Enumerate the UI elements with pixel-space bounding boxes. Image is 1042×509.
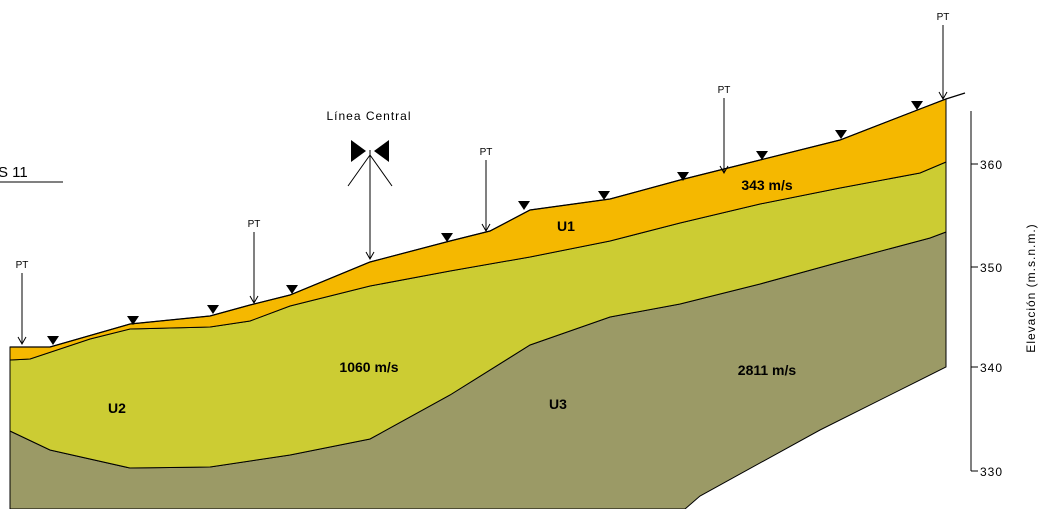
flag-icon bbox=[351, 140, 366, 162]
velocity-label-u2: 1060 m/s bbox=[339, 359, 398, 375]
geophone-marker bbox=[518, 201, 530, 210]
unit-label-u3: U3 bbox=[549, 396, 567, 412]
profile-id-label: TRS 11 bbox=[0, 164, 28, 181]
geophone-marker bbox=[756, 151, 768, 160]
svg-text:PT: PT bbox=[480, 147, 493, 158]
ground-surface-line bbox=[10, 92, 966, 348]
svg-text:PT: PT bbox=[718, 85, 731, 96]
geophone-marker bbox=[207, 305, 219, 314]
axis-tick-label: 340 bbox=[980, 361, 1003, 375]
geophone-marker bbox=[911, 101, 923, 110]
geophone-marker bbox=[835, 130, 847, 139]
unit-label-u2: U2 bbox=[108, 400, 126, 416]
flag-icon bbox=[374, 140, 389, 162]
velocity-label-u3: 2811 m/s bbox=[738, 362, 797, 378]
central-line-marker: Línea Central bbox=[326, 109, 411, 261]
geophone-marker bbox=[441, 233, 453, 242]
unit-label-u1: U1 bbox=[557, 218, 575, 234]
geophone-marker bbox=[677, 172, 689, 181]
svg-text:Línea Central: Línea Central bbox=[326, 109, 411, 123]
axis-title: Elevación (m.s.n.m.) bbox=[1024, 223, 1038, 352]
shot-point: PT bbox=[718, 85, 731, 175]
shot-point: PT bbox=[480, 147, 493, 233]
svg-text:PT: PT bbox=[16, 260, 29, 271]
shot-point: PT bbox=[16, 260, 29, 346]
axis-tick-label: 330 bbox=[980, 465, 1003, 479]
shot-point: PT bbox=[248, 219, 261, 305]
svg-text:PT: PT bbox=[937, 12, 950, 23]
geophone-marker bbox=[127, 316, 139, 325]
geophone-marker bbox=[286, 285, 298, 294]
velocity-label-u1: 343 m/s bbox=[741, 177, 793, 193]
geophone-marker bbox=[47, 336, 59, 345]
elevation-axis: 360 350 340 330 Elevación (m.s.n.m.) bbox=[970, 111, 1038, 479]
axis-tick-label: 350 bbox=[980, 261, 1003, 275]
shot-point: PT bbox=[937, 12, 950, 101]
geophone-markers bbox=[47, 101, 923, 345]
svg-text:PT: PT bbox=[248, 219, 261, 230]
geophone-marker bbox=[598, 191, 610, 200]
axis-tick-label: 360 bbox=[980, 158, 1003, 172]
